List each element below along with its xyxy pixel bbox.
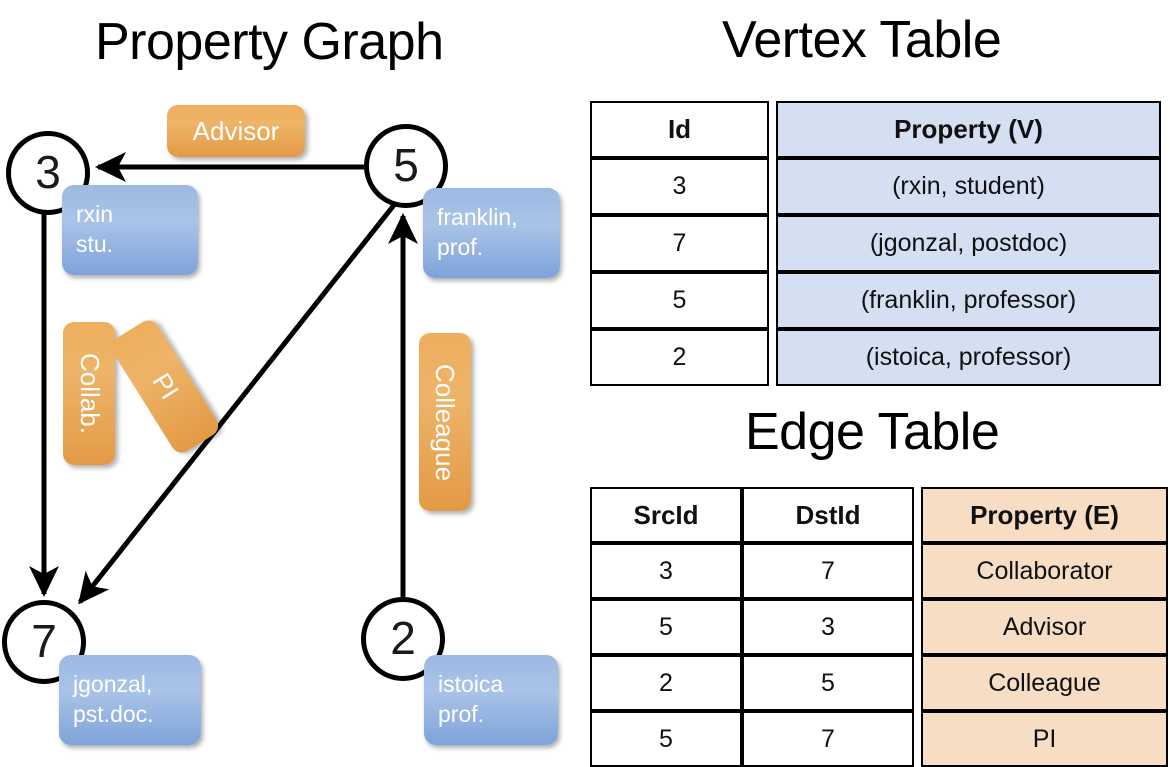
edge-cell-dstid: 7	[742, 543, 914, 599]
edge-cell-property: PI	[921, 711, 1168, 767]
edge-cell-dstid: 7	[742, 711, 914, 767]
vertex-cell-id: 7	[590, 215, 769, 272]
graph-node-7-property-line-2: pst.doc.	[73, 701, 154, 727]
vertex-cell-id: 2	[590, 329, 769, 386]
graph-node-3-property-callout: rxin stu.	[62, 185, 198, 275]
edge-cell-srcid: 5	[590, 599, 742, 655]
table-row: 5 7 PI	[590, 711, 1168, 767]
table-header-row: Id Property (V)	[590, 101, 1161, 158]
graph-edges-svg	[28, 151, 419, 605]
edge-cell-dstid: 3	[742, 599, 914, 655]
edge-cell-dstid: 5	[742, 655, 914, 711]
column-gap	[914, 711, 921, 767]
graph-node-5-property-line-1: franklin,	[437, 204, 518, 230]
table-row: 7 (jgonzal, postdoc)	[590, 215, 1161, 272]
column-gap	[914, 487, 921, 543]
column-gap	[769, 329, 776, 386]
edge-cell-srcid: 5	[590, 711, 742, 767]
edge-label-colleague: Colleague	[419, 333, 471, 511]
column-gap	[769, 272, 776, 329]
vertex-header-property: Property (V)	[776, 101, 1161, 158]
property-graph-diagram: 3 rxin stu. 5 franklin, prof. 7 jgonzal,…	[0, 0, 585, 760]
graph-node-2-property-line-2: prof.	[438, 701, 485, 727]
column-gap	[914, 543, 921, 599]
column-gap	[914, 655, 921, 711]
page-title-vertex-table: Vertex Table	[722, 11, 1002, 69]
edge-5-to-7-pi	[78, 203, 396, 605]
vertex-table: Id Property (V) 3 (rxin, student) 7 (jgo…	[590, 101, 1161, 386]
edge-table: SrcId DstId Property (E) 3 7 Collaborato…	[590, 487, 1168, 767]
edge-cell-srcid: 2	[590, 655, 742, 711]
table-row: 2 (istoica, professor)	[590, 329, 1161, 386]
edge-label-collab-text: Collab.	[74, 353, 105, 434]
edge-cell-property: Colleague	[921, 655, 1168, 711]
edge-label-pi-text: PI	[146, 367, 185, 405]
page-title-property-graph: Property Graph	[95, 13, 444, 71]
vertex-cell-property: (jgonzal, postdoc)	[776, 215, 1161, 272]
graph-node-2[interactable]: 2	[361, 597, 445, 681]
graph-node-5-label: 5	[393, 139, 419, 191]
graph-node-2-property-line-1: istoica	[438, 671, 504, 697]
edge-header-property: Property (E)	[921, 487, 1168, 543]
graph-node-5-property-callout: franklin, prof.	[423, 188, 560, 278]
vertex-cell-id: 5	[590, 272, 769, 329]
edge-label-colleague-text: Colleague	[430, 363, 461, 481]
edge-header-srcid: SrcId	[590, 487, 742, 543]
column-gap	[914, 599, 921, 655]
vertex-cell-property: (rxin, student)	[776, 158, 1161, 215]
graph-node-3-property-line-2: stu.	[76, 231, 114, 257]
graph-node-3-label: 3	[35, 146, 61, 198]
graph-node-7-property-line-1: jgonzal,	[73, 671, 153, 697]
graph-node-3-property-line-1: rxin	[76, 201, 114, 227]
table-row: 5 3 Advisor	[590, 599, 1168, 655]
column-gap	[769, 215, 776, 272]
table-row: 3 (rxin, student)	[590, 158, 1161, 215]
edge-header-dstid: DstId	[742, 487, 914, 543]
table-row: 5 (franklin, professor)	[590, 272, 1161, 329]
page-title-edge-table: Edge Table	[745, 403, 1000, 461]
graph-node-7-property-callout: jgonzal, pst.doc.	[59, 655, 201, 745]
vertex-header-id: Id	[590, 101, 769, 158]
vertex-cell-property: (istoica, professor)	[776, 329, 1161, 386]
graph-node-7-label: 7	[31, 615, 57, 667]
table-header-row: SrcId DstId Property (E)	[590, 487, 1168, 543]
column-gap	[769, 158, 776, 215]
table-row: 3 7 Collaborator	[590, 543, 1168, 599]
edge-cell-property: Collaborator	[921, 543, 1168, 599]
edge-cell-srcid: 3	[590, 543, 742, 599]
graph-node-5[interactable]: 5	[364, 124, 448, 208]
column-gap	[769, 101, 776, 158]
vertex-cell-id: 3	[590, 158, 769, 215]
graph-node-2-property-callout: istoica prof.	[424, 655, 558, 745]
edge-label-collab: Collab.	[63, 322, 115, 465]
edge-label-advisor-text: Advisor	[192, 115, 280, 146]
table-row: 2 5 Colleague	[590, 655, 1168, 711]
edge-label-advisor: Advisor	[167, 105, 305, 157]
graph-node-5-property-line-2: prof.	[437, 234, 484, 260]
graph-node-2-label: 2	[390, 612, 416, 664]
edge-cell-property: Advisor	[921, 599, 1168, 655]
vertex-cell-property: (franklin, professor)	[776, 272, 1161, 329]
